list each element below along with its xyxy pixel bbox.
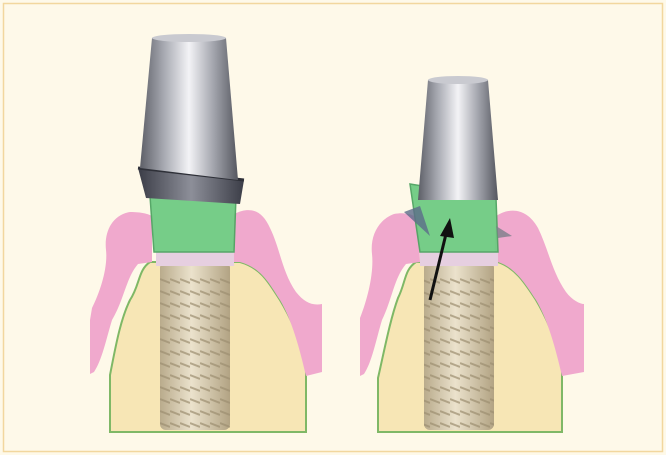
right-abutment-top [428,76,488,84]
right-abutment [418,80,498,200]
left-collar [150,196,236,252]
left-implant-threads [160,275,230,430]
right-implant-threads [424,275,494,430]
left-implant-platform [156,252,234,266]
left-abutment-top [152,34,226,42]
left-abutment [140,38,238,180]
right-implant-platform [420,252,498,266]
